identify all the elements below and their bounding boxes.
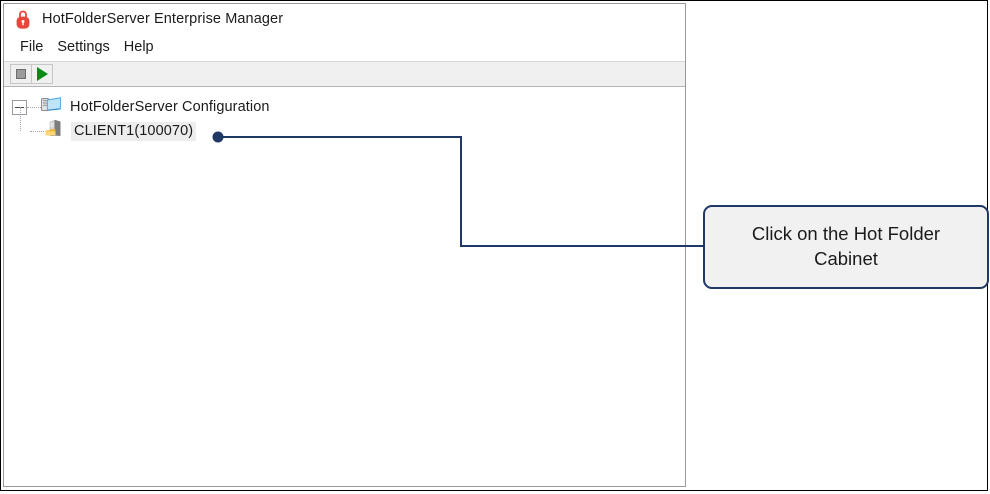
play-triangle-icon <box>36 67 48 81</box>
window-title: HotFolderServer Enterprise Manager <box>42 11 284 27</box>
callout-box[interactable]: Click on the Hot Folder Cabinet <box>703 205 989 289</box>
menu-item-settings[interactable]: Settings <box>57 39 110 55</box>
menu-item-file[interactable]: File <box>20 39 44 55</box>
red-padlock-icon <box>13 9 33 30</box>
server-monitor-icon <box>41 96 62 119</box>
tree-node-client1-label: CLIENT1(100070) <box>71 121 197 141</box>
start-button[interactable] <box>31 64 53 84</box>
toolbar <box>4 62 685 87</box>
callout-text: Click on the Hot Folder Cabinet <box>751 223 941 269</box>
stop-square-icon <box>16 69 26 79</box>
stop-button[interactable] <box>10 64 32 84</box>
tree-node-root[interactable]: HotFolderServer Configuration <box>4 95 685 119</box>
hot-folder-cabinet-icon <box>44 119 66 144</box>
configuration-tree: HotFolderServer Configuration <box>4 87 685 486</box>
application-window: HotFolderServer Enterprise Manager File … <box>3 3 686 487</box>
collapse-minus-icon[interactable] <box>12 99 27 115</box>
menu-item-help[interactable]: Help <box>123 39 154 55</box>
tree-elbow <box>30 124 44 139</box>
title-bar: HotFolderServer Enterprise Manager <box>4 4 685 34</box>
tree-connector-child <box>20 107 22 131</box>
menu-bar: File Settings Help <box>4 34 685 62</box>
tree-node-client1[interactable]: CLIENT1(100070) <box>4 107 685 144</box>
tree-node-root-label: HotFolderServer Configuration <box>70 98 270 115</box>
tree-connector <box>27 100 41 115</box>
